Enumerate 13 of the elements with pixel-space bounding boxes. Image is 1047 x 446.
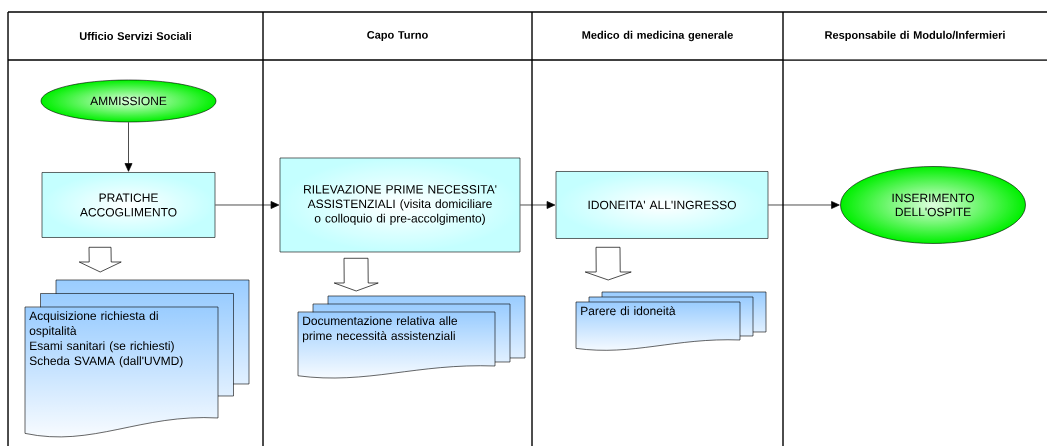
block-arrow — [584, 246, 632, 281]
document-stack: Acquisizione richiesta di ospitalità Esami sanitari (se richiesti) Scheda SVAMA (dall'UVMD) — [24, 279, 250, 438]
block-arrow — [333, 257, 379, 292]
arrow — [767, 201, 840, 209]
process-box: RILEVAZIONE PRIME NECESSITA' ASSISTENZIALI (visita domiciliare o colloquio di pre-accolgimento) — [279, 157, 521, 253]
arrow — [124, 121, 133, 172]
process-box: PRATICHE ACCOGLIMENTO — [41, 172, 216, 238]
arrow — [214, 201, 280, 209]
process-box: IDONEITA' ALL'INGRESSO — [555, 171, 769, 239]
arrow — [519, 201, 556, 209]
block-arrow — [78, 246, 122, 273]
document-stack: Documentazione relativa alle prime necessità assistenziali — [297, 295, 526, 379]
document-stack: Parere di idoneità — [575, 291, 767, 351]
